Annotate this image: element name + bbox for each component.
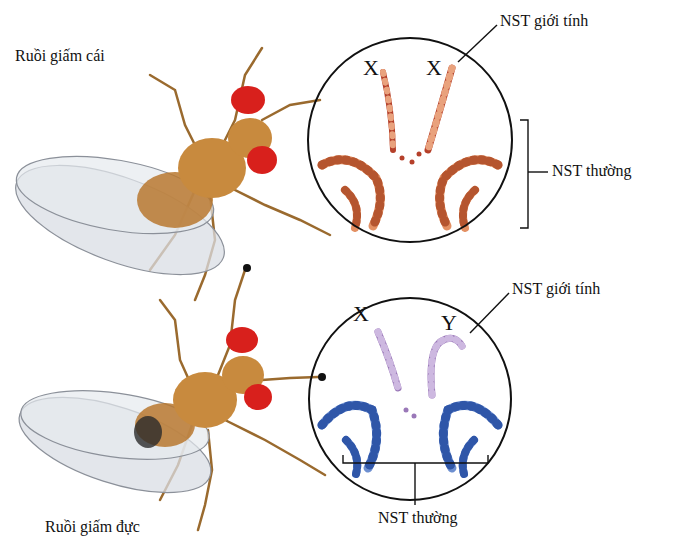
eye	[226, 327, 258, 353]
autosome	[322, 405, 377, 468]
autosome	[463, 440, 474, 474]
chromosome-bands	[428, 68, 452, 150]
dot-chromosome	[400, 156, 405, 161]
leader-line	[414, 463, 415, 505]
male-chromosomes	[322, 332, 498, 474]
female-fly	[2, 48, 330, 300]
chromosome-circle: XX	[307, 37, 513, 243]
dot-chromosome	[412, 414, 417, 419]
male-fly	[8, 264, 326, 530]
x-chromosome	[383, 72, 393, 150]
part-label: NST thường	[378, 509, 458, 527]
x-chromosome	[428, 68, 452, 150]
chromosome-letter: X	[426, 57, 442, 79]
chromosome-letter: Y	[441, 312, 457, 334]
bracket	[343, 455, 488, 463]
leg	[225, 185, 330, 235]
x-chromosome	[378, 332, 398, 388]
circle-ground	[310, 299, 510, 499]
leaders	[343, 25, 548, 505]
eye	[231, 86, 265, 114]
antenna-tip	[318, 373, 326, 381]
dot-chromosome	[417, 152, 422, 157]
autosome	[463, 190, 475, 228]
chromosome-bands	[431, 338, 462, 395]
part-label: NST thường	[552, 162, 632, 180]
antenna	[262, 100, 320, 120]
fly-caption: Ruồi giấm đực	[45, 518, 140, 536]
abdomen-tip	[134, 416, 162, 448]
chromosome-bands	[322, 405, 377, 468]
leader-line	[528, 171, 548, 172]
leader-line	[458, 25, 497, 62]
y-chromosome	[431, 338, 462, 395]
dot-chromosome	[404, 408, 409, 413]
chromosome-bands	[463, 190, 475, 228]
chromosome-bands	[346, 440, 357, 474]
female-chromosomes	[322, 68, 498, 228]
autosome	[345, 190, 357, 228]
leg	[225, 420, 325, 475]
chromosome-letter: X	[363, 57, 379, 79]
eye	[244, 384, 272, 410]
autosome	[443, 405, 498, 468]
chromosome-bands	[463, 440, 474, 474]
leader-line	[470, 293, 509, 333]
part-label: NST giới tính	[500, 12, 588, 30]
fly-caption: Ruồi giấm cái	[15, 47, 105, 65]
chromosome-circle: XY	[308, 297, 512, 501]
bracket	[520, 120, 528, 228]
chromosome-bands	[383, 72, 393, 150]
part-label: NST giới tính	[512, 280, 600, 298]
chromosome-letter: X	[353, 303, 369, 325]
circle-ground	[309, 39, 511, 241]
autosome	[346, 440, 357, 474]
leg-tip	[243, 264, 251, 272]
chromosome-bands	[378, 332, 398, 388]
chromosome-bands	[345, 190, 357, 228]
chromosome-bands	[443, 405, 498, 468]
dot-chromosome	[410, 160, 415, 165]
eye	[247, 146, 277, 174]
